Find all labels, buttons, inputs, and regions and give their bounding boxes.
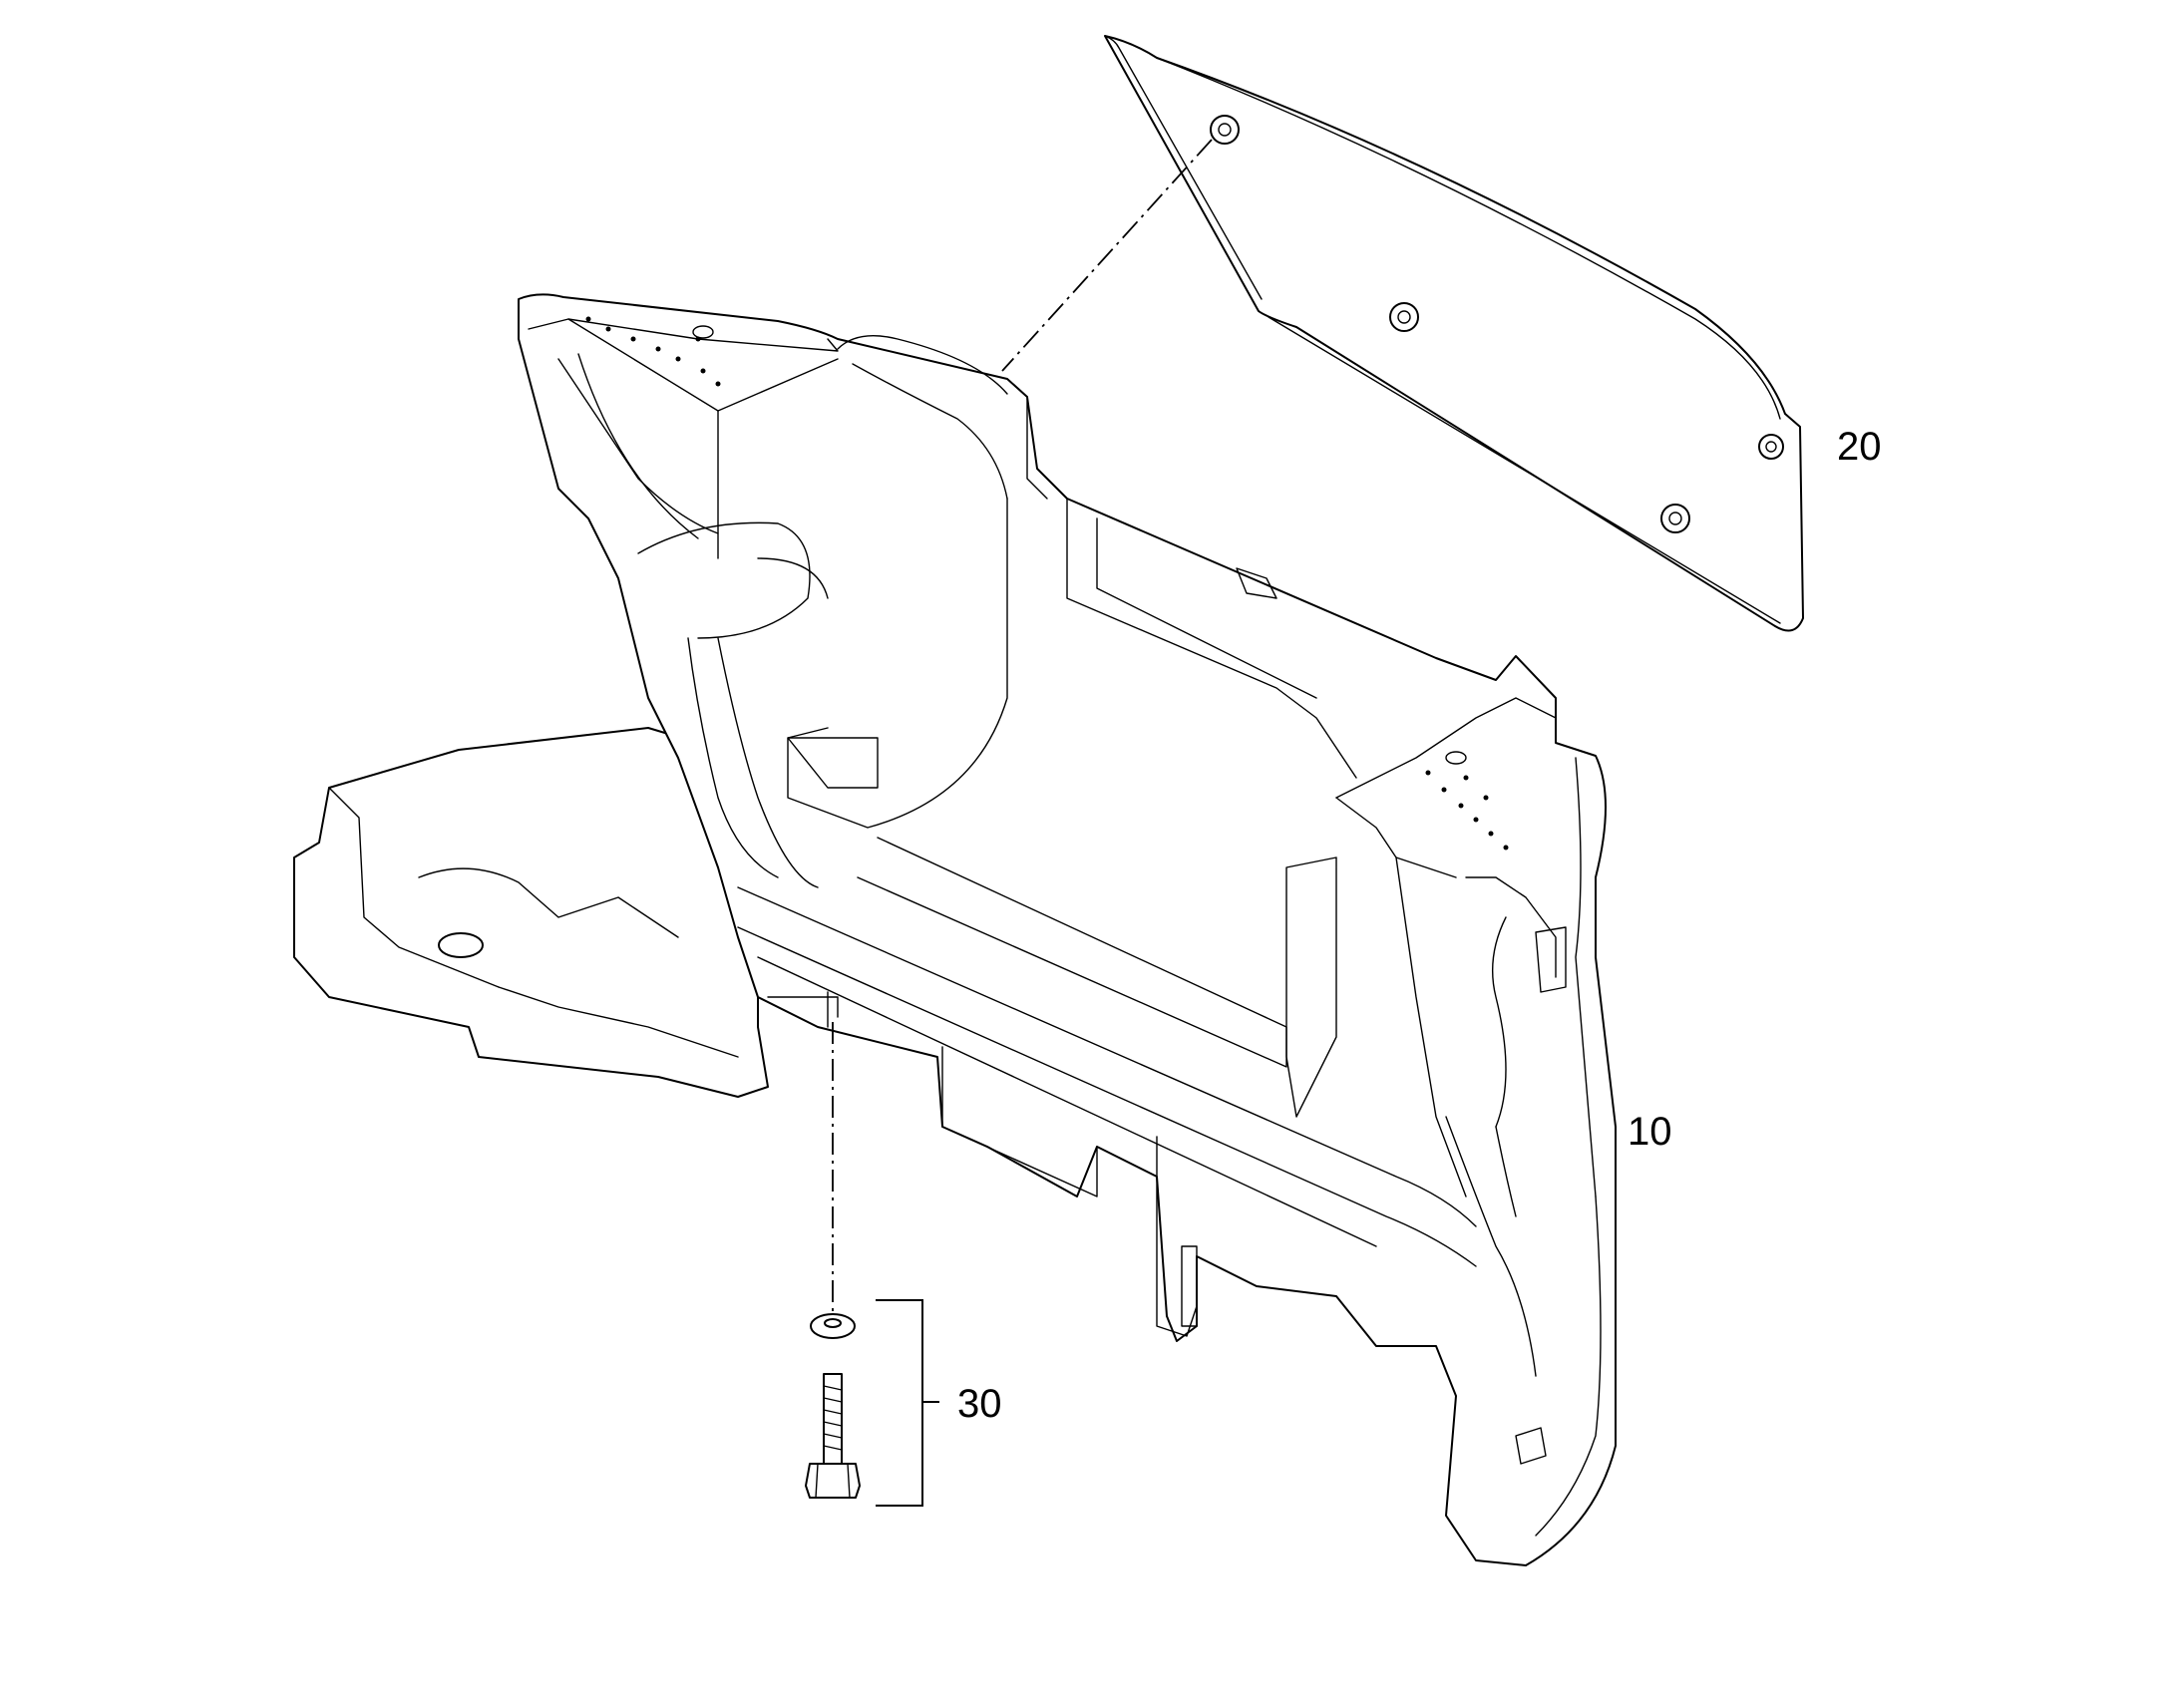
panel-fastener — [1660, 504, 1690, 533]
callout-label-10: 10 — [1628, 1110, 1672, 1154]
cover-panel-part-20 — [1104, 35, 1804, 632]
mounting-holes-right — [1425, 751, 1509, 851]
panel-fastener — [1389, 302, 1419, 332]
leader-line-panel — [1001, 139, 1213, 372]
panel-fastener — [1758, 434, 1784, 460]
panel-fastener — [1210, 115, 1240, 145]
carrier-frame-part-10 — [293, 293, 1617, 1566]
drain-hole — [438, 932, 484, 958]
washer — [810, 1313, 856, 1339]
bolt-washer-part-30 — [805, 1299, 939, 1507]
bolt — [805, 1373, 861, 1499]
callout-label-30: 30 — [957, 1382, 1002, 1426]
callout-label-20: 20 — [1837, 425, 1882, 469]
grouping-bracket — [876, 1299, 939, 1507]
mounting-holes-left — [585, 316, 721, 387]
